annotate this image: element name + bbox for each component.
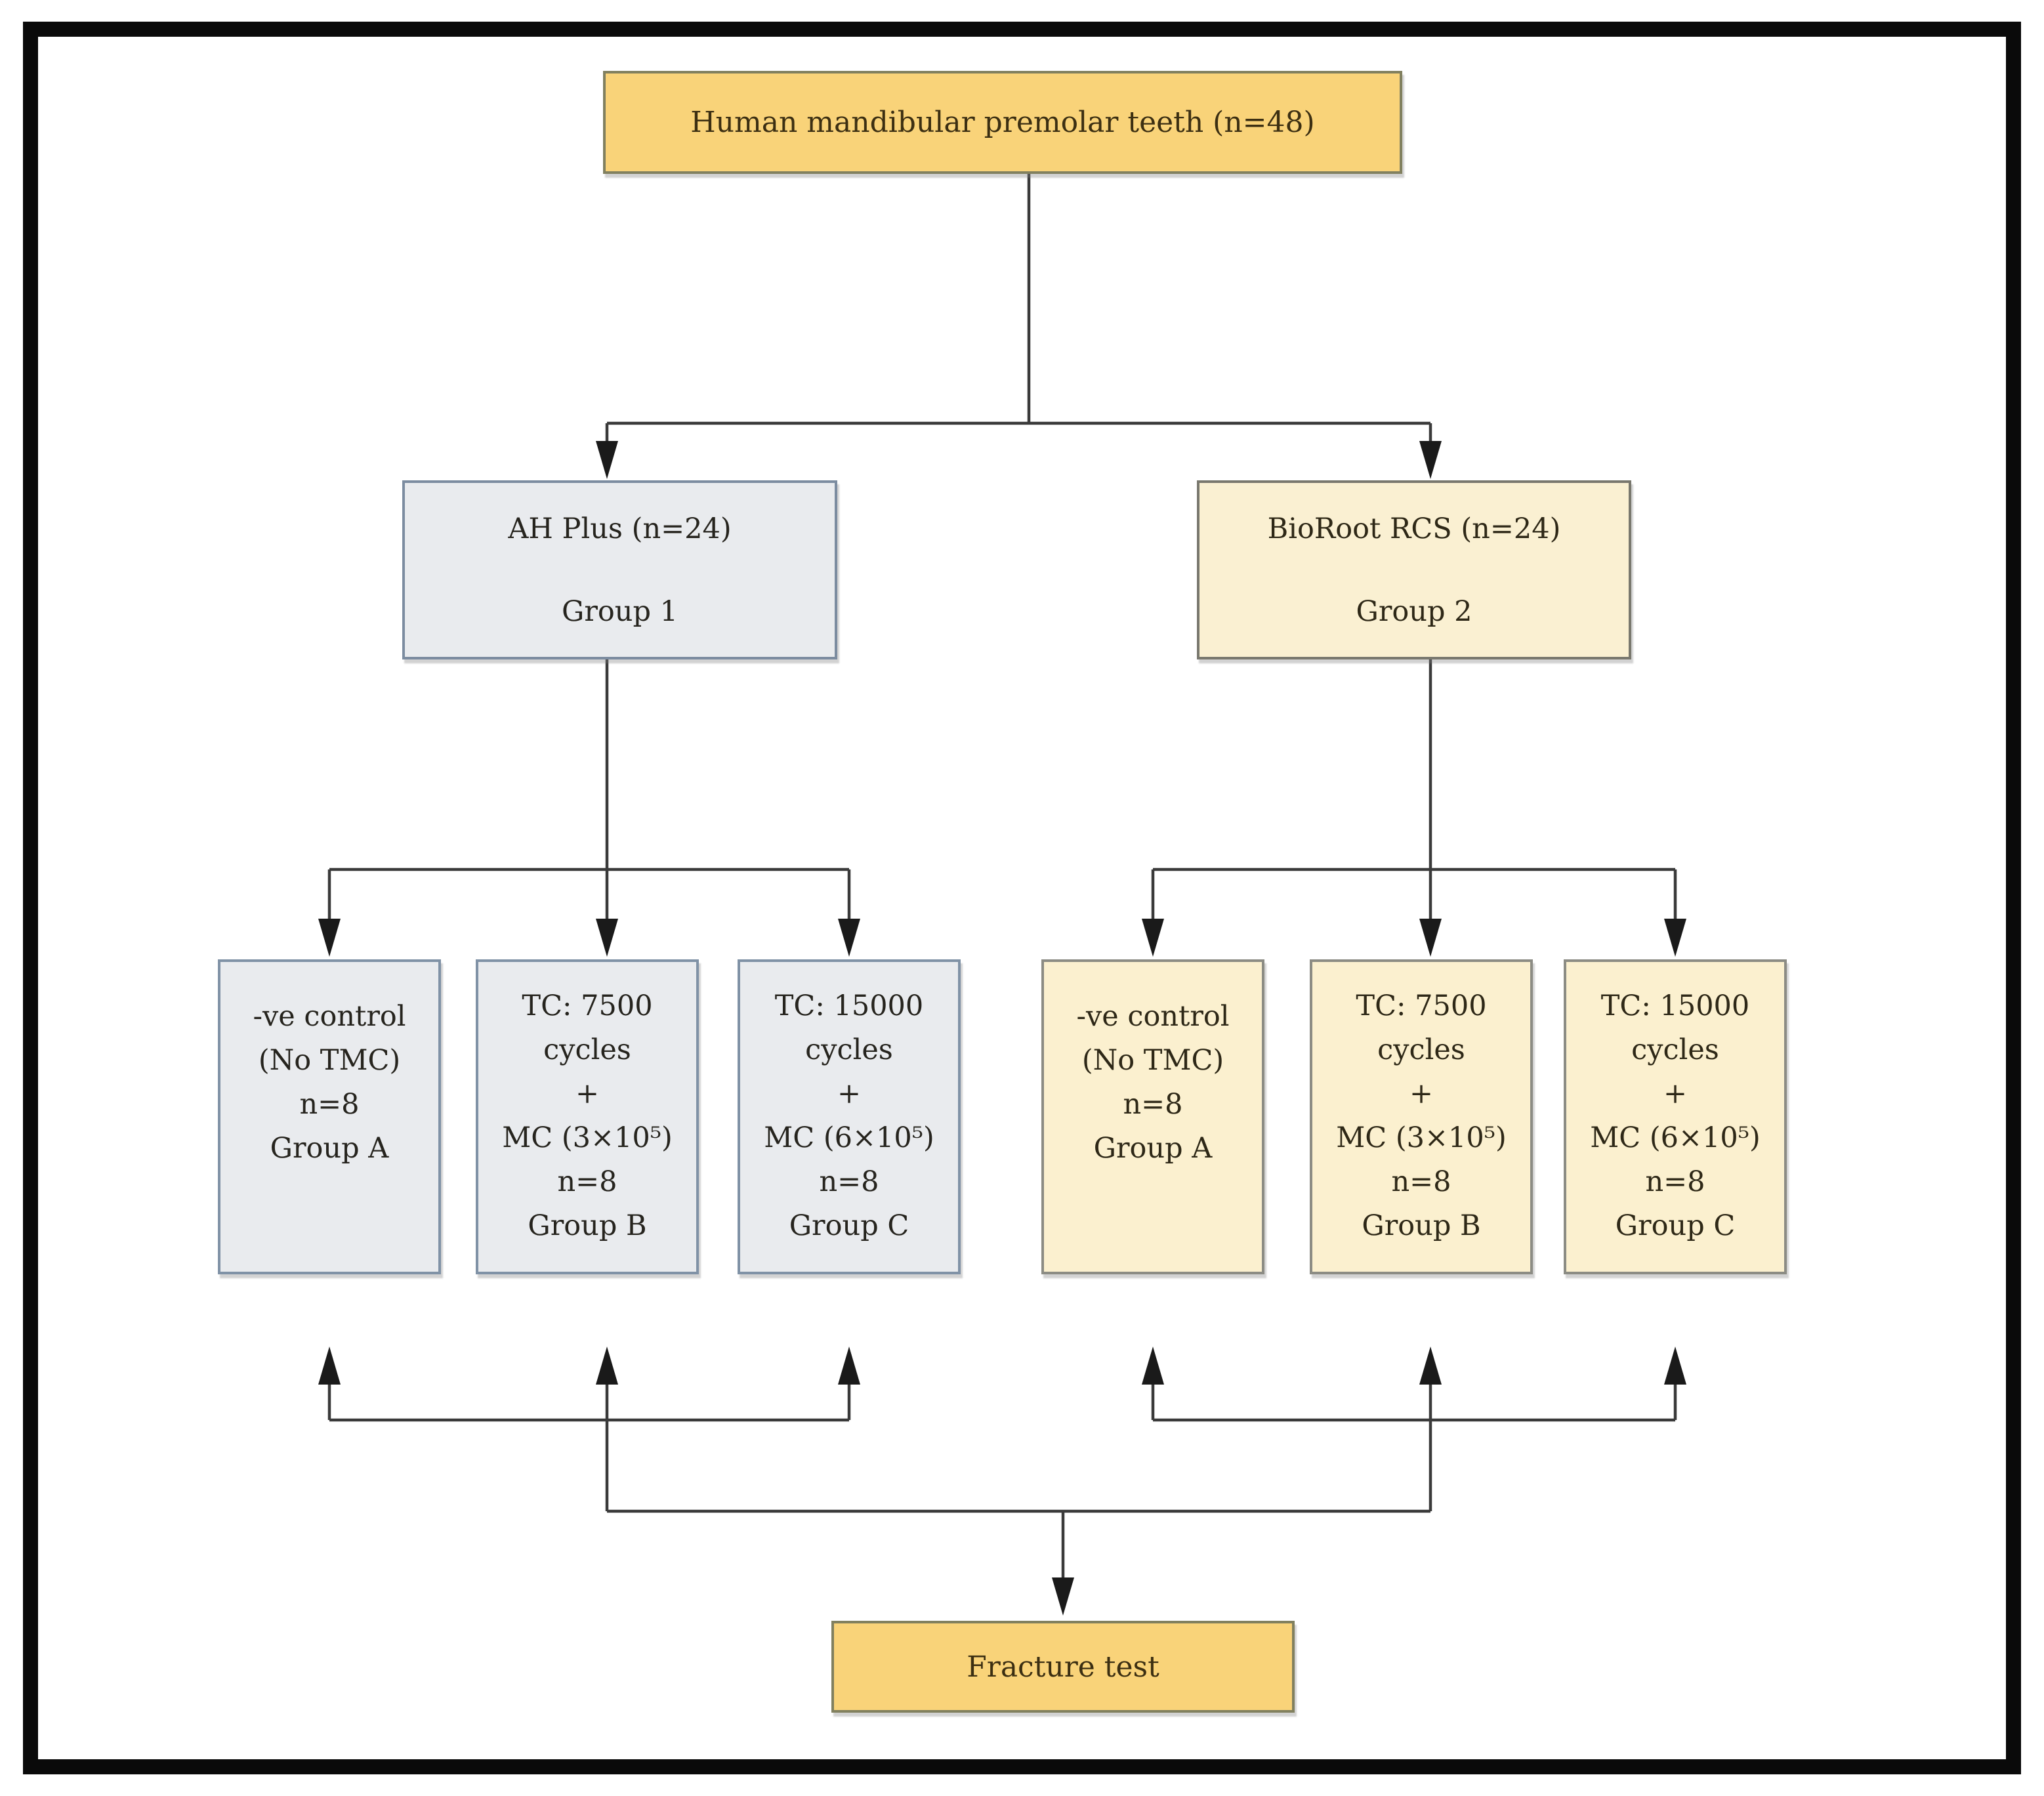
- arrow-up-g2b-icon: [1419, 1347, 1442, 1385]
- g2c-line4: MC (6×10⁵): [1590, 1121, 1761, 1154]
- g1b-line3: +: [575, 1077, 600, 1110]
- connector-arrowheads: [318, 441, 1686, 1616]
- g1b-line6: Group B: [528, 1209, 647, 1242]
- node-terminal-label: Fracture test: [967, 1650, 1159, 1684]
- node-g1-groupC: TC: 15000 cycles + MC (6×10⁵) n=8 Group …: [738, 959, 961, 1274]
- arrow-down-g2b-icon: [1419, 919, 1442, 957]
- group1-title: AH Plus (n=24): [508, 512, 732, 545]
- group2-subtitle: Group 2: [1356, 595, 1472, 628]
- node-group2-text: BioRoot RCS (n=24) Group 2: [1199, 508, 1629, 633]
- g2-groupB-lines: TC: 7500 cycles + MC (3×10⁵) n=8 Group B: [1312, 962, 1530, 1248]
- arrow-down-g1b-icon: [596, 919, 618, 957]
- g1b-line4: MC (3×10⁵): [502, 1121, 673, 1154]
- g2b-line4: MC (3×10⁵): [1336, 1121, 1507, 1154]
- g2b-line5: n=8: [1391, 1165, 1451, 1198]
- g2b-line3: +: [1409, 1077, 1434, 1110]
- arrow-up-g1b-icon: [596, 1347, 618, 1385]
- g1c-line1: TC: 15000: [774, 990, 924, 1022]
- g1b-line1: TC: 7500: [522, 990, 653, 1022]
- arrow-up-g2a-icon: [1142, 1347, 1164, 1385]
- g2-groupC-lines: TC: 15000 cycles + MC (6×10⁵) n=8 Group …: [1566, 962, 1784, 1248]
- node-g2-groupC: TC: 15000 cycles + MC (6×10⁵) n=8 Group …: [1564, 959, 1787, 1274]
- g1a-line1: -ve control: [253, 1000, 406, 1033]
- g2c-line2: cycles: [1631, 1034, 1719, 1066]
- group2-title: BioRoot RCS (n=24): [1267, 512, 1561, 545]
- node-root: Human mandibular premolar teeth (n=48): [603, 71, 1402, 174]
- node-g2-groupB: TC: 7500 cycles + MC (3×10⁵) n=8 Group B: [1310, 959, 1533, 1274]
- arrow-down-group1-icon: [596, 441, 618, 479]
- arrow-up-g1a-icon: [318, 1347, 341, 1385]
- arrow-down-g2a-icon: [1142, 919, 1164, 957]
- g1-groupB-lines: TC: 7500 cycles + MC (3×10⁵) n=8 Group B: [478, 962, 696, 1248]
- node-g2-groupA: -ve control (No TMC) n=8 Group A: [1041, 959, 1264, 1274]
- g2b-line1: TC: 7500: [1356, 990, 1487, 1022]
- g1c-line2: cycles: [805, 1034, 893, 1066]
- arrow-down-g2c-icon: [1664, 919, 1686, 957]
- g2a-line3: n=8: [1123, 1088, 1183, 1121]
- node-g1-groupB: TC: 7500 cycles + MC (3×10⁵) n=8 Group B: [476, 959, 699, 1274]
- arrow-down-g1c-icon: [838, 919, 860, 957]
- arrow-down-terminal-icon: [1052, 1577, 1074, 1616]
- node-group1: AH Plus (n=24) Group 1: [402, 480, 837, 659]
- g2a-line1: -ve control: [1076, 1000, 1230, 1033]
- g1c-line4: MC (6×10⁵): [764, 1121, 934, 1154]
- outer-frame: [23, 22, 2021, 1774]
- node-g1-groupA: -ve control (No TMC) n=8 Group A: [218, 959, 441, 1274]
- node-terminal: Fracture test: [831, 1621, 1295, 1713]
- arrow-down-g1a-icon: [318, 919, 341, 957]
- group2-spacer: [1199, 550, 1629, 591]
- g2a-line4: Group A: [1093, 1132, 1213, 1165]
- group1-spacer: [405, 550, 835, 591]
- node-group2: BioRoot RCS (n=24) Group 2: [1197, 480, 1631, 659]
- node-root-label: Human mandibular premolar teeth (n=48): [690, 106, 1315, 139]
- connector-stems: [327, 174, 1677, 1581]
- node-group1-text: AH Plus (n=24) Group 1: [405, 508, 835, 633]
- arrow-down-group2-icon: [1419, 441, 1442, 479]
- g2c-line1: TC: 15000: [1600, 990, 1750, 1022]
- g2b-line6: Group B: [1362, 1209, 1481, 1242]
- g2c-line6: Group C: [1615, 1209, 1736, 1242]
- g1c-line5: n=8: [819, 1165, 879, 1198]
- g2-groupA-lines: -ve control (No TMC) n=8 Group A: [1044, 962, 1262, 1171]
- arrow-up-g2c-icon: [1664, 1347, 1686, 1385]
- g2c-line5: n=8: [1645, 1165, 1705, 1198]
- g1-groupA-lines: -ve control (No TMC) n=8 Group A: [220, 962, 438, 1171]
- g2c-line3: +: [1663, 1077, 1688, 1110]
- group1-subtitle: Group 1: [561, 595, 678, 628]
- g1a-line3: n=8: [299, 1088, 360, 1121]
- arrow-up-g1c-icon: [838, 1347, 860, 1385]
- g1c-line6: Group C: [789, 1209, 909, 1242]
- g1a-line4: Group A: [270, 1132, 389, 1165]
- g1b-line2: cycles: [543, 1034, 631, 1066]
- g1a-line2: (No TMC): [258, 1044, 401, 1077]
- g1b-line5: n=8: [557, 1165, 617, 1198]
- g1c-line3: +: [837, 1077, 862, 1110]
- g2b-line2: cycles: [1377, 1034, 1465, 1066]
- g2a-line2: (No TMC): [1081, 1044, 1224, 1077]
- g1-groupC-lines: TC: 15000 cycles + MC (6×10⁵) n=8 Group …: [740, 962, 958, 1248]
